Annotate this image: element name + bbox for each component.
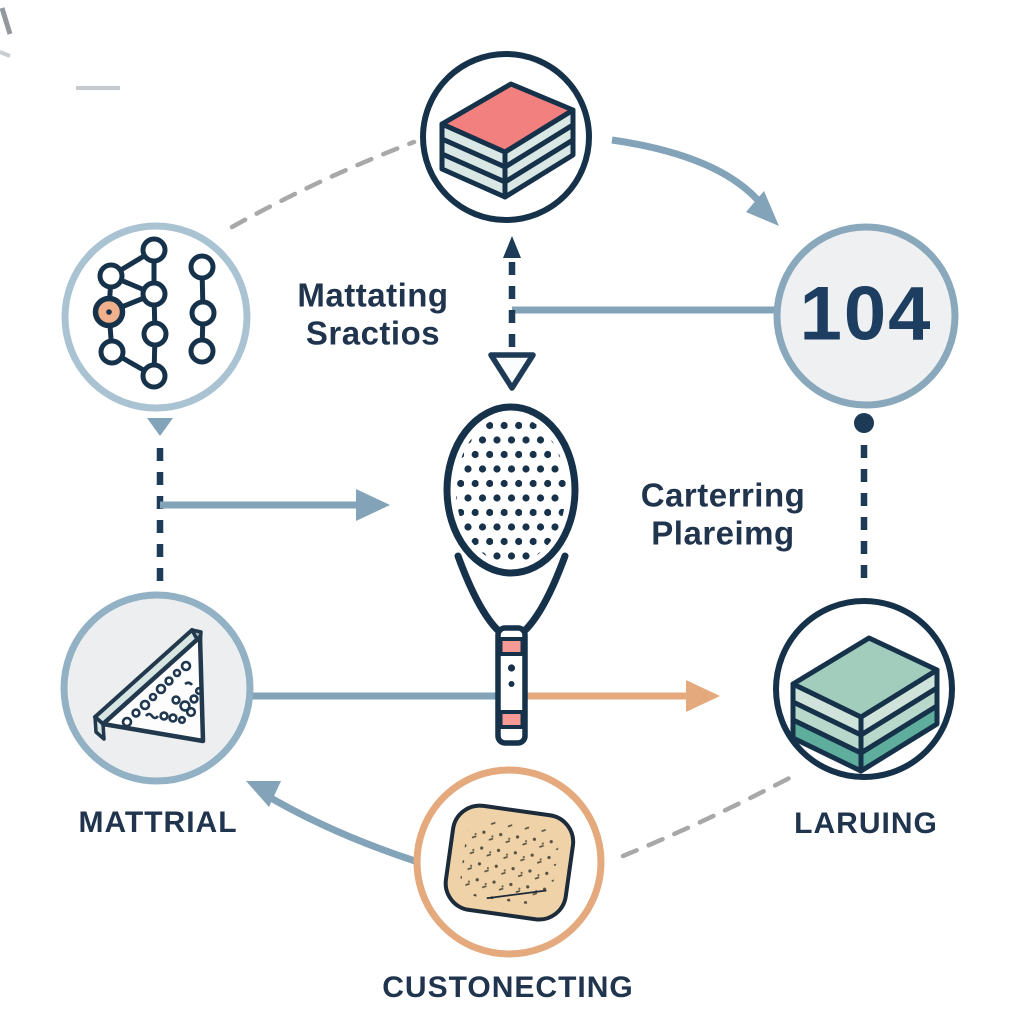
caption-matting-sections: Mattating Sractios: [297, 276, 449, 352]
arrow-racket-to-green-stack: [525, 680, 720, 712]
corner-artifact-marks: [0, 7, 120, 90]
label-layering: LARUING: [794, 807, 938, 840]
caption-centering-placing: Carterring Plareimg: [640, 476, 806, 552]
layered-stack-green-icon: [790, 635, 940, 774]
count-badge-value: 104: [799, 271, 933, 357]
cracker-icon: [443, 803, 576, 922]
dashed-curve-cracker-to-green-stack: [620, 770, 802, 859]
node-lower-right: [773, 598, 955, 780]
node-bottom-center: [413, 766, 605, 958]
layered-stack-red-icon: [439, 81, 576, 200]
node-count-badge: [773, 223, 959, 409]
node-lower-left: [60, 591, 254, 785]
network-graph-icon: [92, 236, 217, 390]
dashed-curve-graph-to-stack: [229, 139, 417, 230]
arrow-cracker-to-material: [246, 781, 417, 865]
dashed-line-graph-to-ramp: [147, 418, 173, 588]
label-material: MATTRIAL: [78, 806, 238, 839]
arrow-stack-to-count: [611, 136, 779, 226]
tennis-racket-icon: [443, 403, 579, 746]
node-upper-left: [61, 222, 251, 412]
ramp-particles-icon: [93, 628, 206, 744]
label-connecting: CUSTONECTING: [382, 971, 634, 1004]
dashed-double-arrow-vertical: [488, 236, 536, 391]
arrow-left-to-racket: [160, 489, 390, 521]
node-top-center: [420, 51, 592, 223]
dashed-line-count-to-green-stack: [854, 413, 874, 583]
